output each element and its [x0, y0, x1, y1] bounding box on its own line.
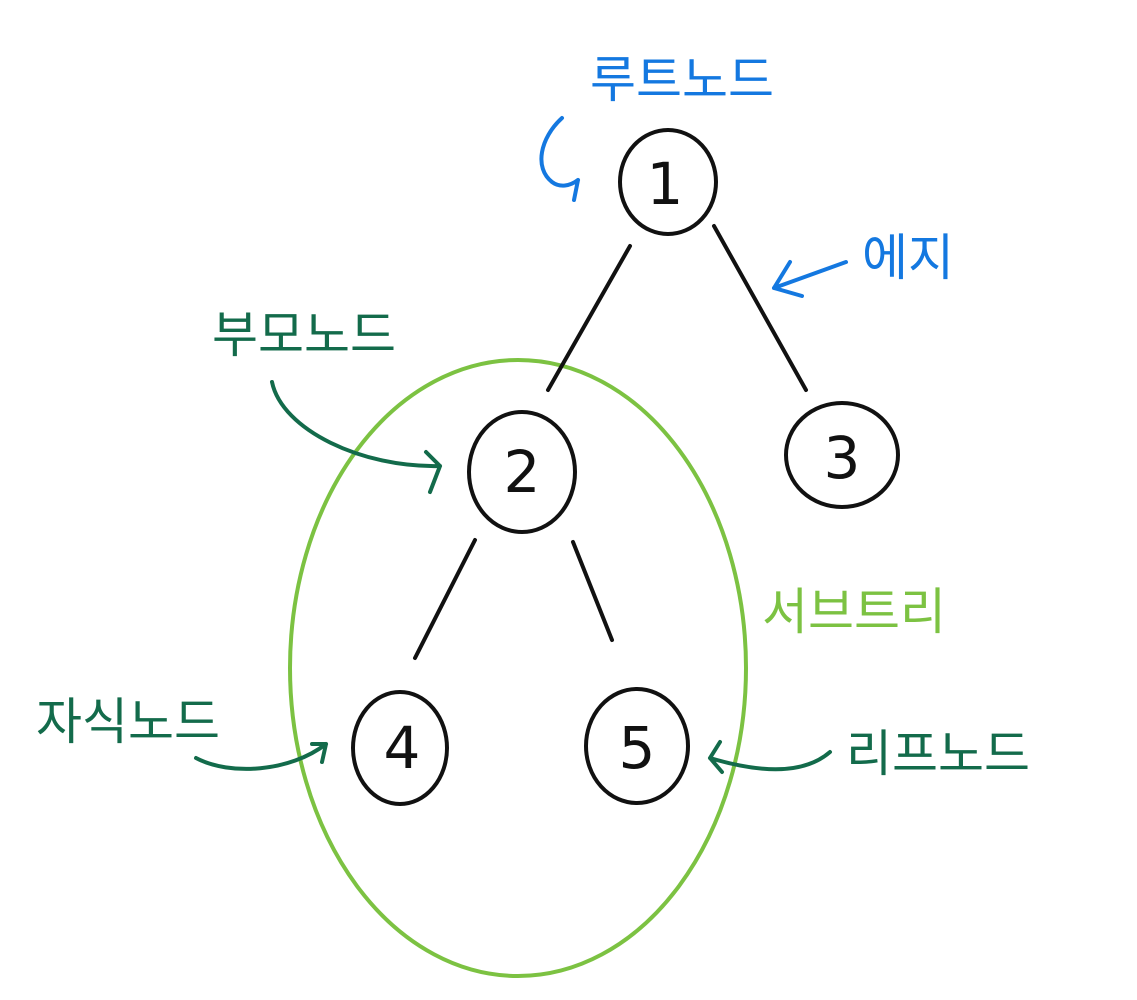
- node-5: 5: [584, 687, 690, 805]
- annotation-parent: 부모노드: [212, 306, 396, 364]
- node-circle: [618, 128, 718, 236]
- node-label: 2: [504, 438, 541, 506]
- edge-pointer-arrow: [772, 260, 848, 298]
- root-pointer-arrow: [539, 116, 580, 202]
- node-circle: [351, 690, 449, 806]
- annotation-child: 자식노드: [36, 693, 220, 751]
- leaf-pointer-arrow: [708, 740, 832, 774]
- annotation-root: 루트노드: [590, 51, 774, 109]
- edge-1-2: [546, 244, 632, 392]
- node-4: 4: [351, 690, 449, 806]
- edge-2-4: [413, 538, 477, 660]
- node-3: 3: [784, 401, 900, 509]
- node-circle: [467, 410, 577, 534]
- edge-2-5: [571, 540, 614, 642]
- node-circle: [584, 687, 690, 805]
- node-label: 4: [384, 714, 421, 782]
- annotation-leaf: 리프노드: [846, 725, 1030, 783]
- annotation-subtree: 서브트리: [762, 583, 946, 641]
- edge-1-3: [712, 224, 808, 392]
- parent-pointer-arrow: [270, 380, 442, 494]
- node-2: 2: [467, 410, 577, 534]
- child-pointer-arrow: [194, 742, 328, 771]
- annotation-edge: 에지: [862, 229, 954, 287]
- node-label: 1: [647, 150, 684, 218]
- node-1: 1: [618, 128, 718, 236]
- node-label: 5: [619, 714, 656, 782]
- subtree-ellipse: [288, 358, 748, 978]
- node-label: 3: [824, 424, 861, 492]
- node-circle: [784, 401, 900, 509]
